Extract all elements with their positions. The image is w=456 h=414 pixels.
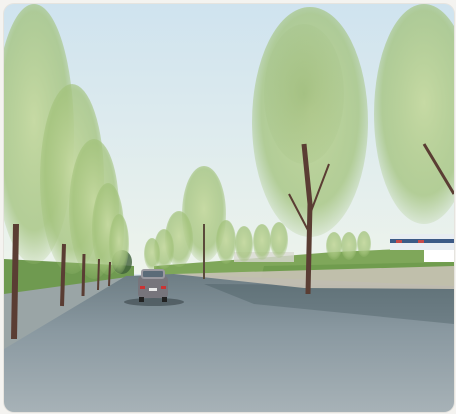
rendered-street-scene bbox=[4, 4, 454, 412]
car bbox=[124, 269, 184, 306]
tree-right-large bbox=[252, 7, 368, 295]
tree-right-edge bbox=[374, 4, 454, 224]
road bbox=[4, 274, 454, 412]
scene-illustration bbox=[4, 4, 454, 412]
left-sidewalk bbox=[4, 276, 134, 354]
right-sidewalk bbox=[174, 266, 454, 289]
building-right bbox=[390, 234, 454, 262]
tree-row-center bbox=[112, 166, 371, 279]
tree-row-left bbox=[4, 4, 129, 340]
